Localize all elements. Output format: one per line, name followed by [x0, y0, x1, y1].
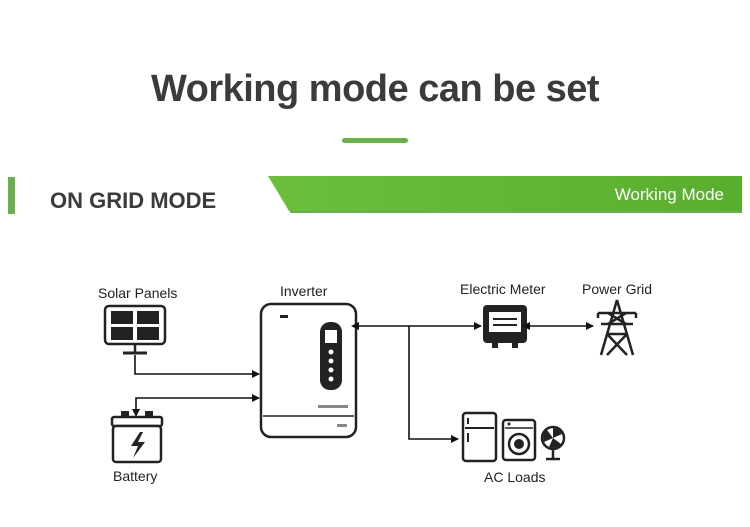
electric-meter-icon — [483, 305, 527, 348]
battery-label: Battery — [113, 468, 158, 484]
ac-loads-label: AC Loads — [484, 469, 546, 485]
solar-panels-label: Solar Panels — [98, 285, 178, 301]
solar-to-inverter-line — [134, 355, 260, 378]
title-underline — [342, 138, 408, 143]
inverter-loads-line — [408, 326, 459, 443]
electric-meter-label: Electric Meter — [460, 281, 546, 297]
section-accent-bar — [8, 177, 15, 214]
connection-lines — [132, 322, 594, 443]
banner-underline — [290, 211, 742, 213]
working-mode-label: Working Mode — [614, 185, 724, 204]
washing-machine-icon — [501, 418, 537, 462]
inverter-label: Inverter — [280, 283, 328, 299]
battery-icon — [110, 411, 164, 464]
page-title: Working mode can be set — [150, 68, 600, 110]
inverter-icon — [259, 302, 358, 439]
solar-panel-icon — [103, 304, 167, 355]
power-tower-icon — [596, 299, 638, 356]
power-grid-label: Power Grid — [582, 281, 653, 297]
working-mode-banner — [268, 176, 742, 211]
fan-icon — [540, 425, 566, 461]
refrigerator-icon — [461, 411, 498, 463]
battery-inverter-line — [132, 394, 260, 417]
mode-label: ON GRID MODE — [50, 188, 217, 213]
